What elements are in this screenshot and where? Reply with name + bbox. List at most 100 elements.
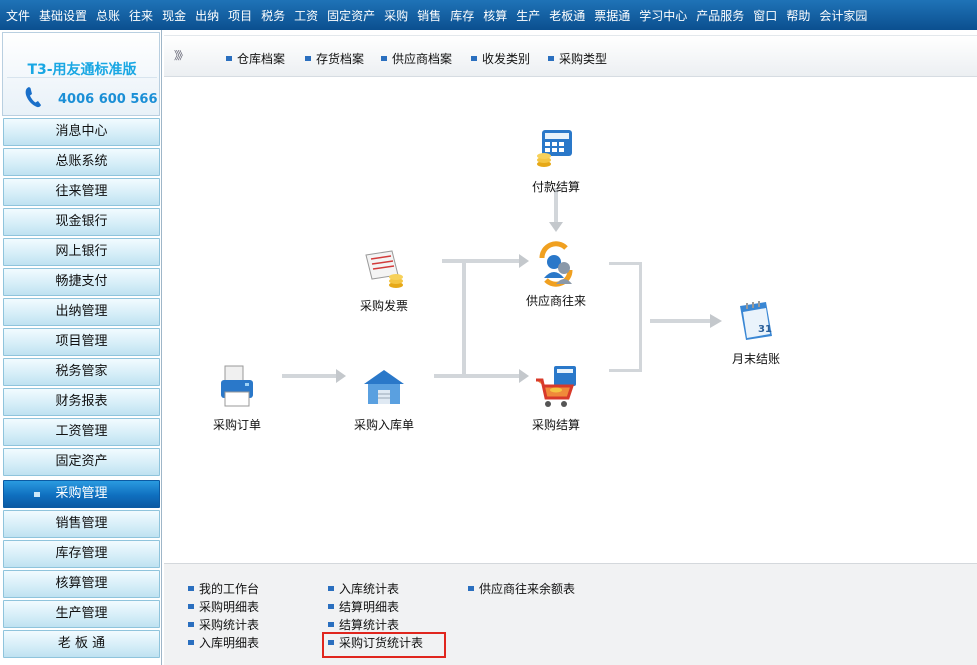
menu-project[interactable]: 项目 <box>228 8 253 23</box>
menu-accountant-home[interactable]: 会计家园 <box>819 8 868 23</box>
sidebar-item-tax[interactable]: 税务管家 <box>3 358 160 386</box>
sidebar-item-inventory[interactable]: 库存管理 <box>3 540 160 568</box>
menu-boss[interactable]: 老板通 <box>549 8 586 23</box>
brand-phone-number: 4006 600 566 <box>58 92 158 107</box>
link-supplier-balance[interactable]: 供应商往来余额表 <box>468 580 575 597</box>
bullet-icon <box>471 56 477 61</box>
link-stock-archive[interactable]: 存货档案 <box>305 50 364 67</box>
node-supplier-account[interactable]: 供应商往来 <box>511 238 601 309</box>
sidebar-item-accounts[interactable]: 往来管理 <box>3 178 160 206</box>
bullet-icon <box>188 604 194 609</box>
menu-sales[interactable]: 销售 <box>417 8 442 23</box>
node-label: 采购入库单 <box>353 418 414 432</box>
menu-cash[interactable]: 现金 <box>162 8 187 23</box>
node-payment-settlement[interactable]: 付款结算 <box>511 124 601 195</box>
menu-help[interactable]: 帮助 <box>786 8 811 23</box>
link-settlement-statistics[interactable]: 结算统计表 <box>328 616 399 633</box>
menu-product-service[interactable]: 产品服务 <box>696 8 745 23</box>
node-purchase-settlement[interactable]: 采购结算 <box>511 362 601 433</box>
sidebar-item-sales[interactable]: 销售管理 <box>3 510 160 538</box>
sidebar-item-fixed-assets[interactable]: 固定资产 <box>3 448 160 476</box>
menu-fixed-assets[interactable]: 固定资产 <box>327 8 376 23</box>
quick-link-toolbar: 》》 仓库档案 存货档案 供应商档案 收发类别 采购类型 <box>164 35 977 77</box>
sidebar-item-boss[interactable]: 老 板 通 <box>3 630 160 658</box>
arrow-head-icon <box>519 369 529 383</box>
menu-inventory[interactable]: 库存 <box>450 8 475 23</box>
printer-order-icon <box>221 365 253 407</box>
menu-accounts[interactable]: 往来 <box>129 8 154 23</box>
menu-payroll[interactable]: 工资 <box>294 8 319 23</box>
arrow-head-icon <box>549 222 563 232</box>
sidebar-item-quick-pay[interactable]: 畅捷支付 <box>3 268 160 296</box>
connector-vertical-left <box>462 259 466 378</box>
link-warehouse-archive[interactable]: 仓库档案 <box>226 50 285 67</box>
sidebar-item-message-center[interactable]: 消息中心 <box>3 118 160 146</box>
node-label: 供应商往来 <box>525 294 586 308</box>
menu-costing[interactable]: 核算 <box>483 8 508 23</box>
menu-tax[interactable]: 税务 <box>261 8 286 23</box>
connector-invoice-to-supplier <box>442 259 526 263</box>
purchase-flow-diagram: 付款结算 采购发票 供应商往来 31 月末结账 <box>164 78 977 563</box>
sidebar-item-general-ledger[interactable]: 总账系统 <box>3 148 160 176</box>
sidebar-item-costing[interactable]: 核算管理 <box>3 570 160 598</box>
menu-basic-settings[interactable]: 基础设置 <box>39 8 88 23</box>
menu-cashier[interactable]: 出纳 <box>195 8 220 23</box>
link-io-category[interactable]: 收发类别 <box>471 50 530 67</box>
node-purchase-order[interactable]: 采购订单 <box>192 362 282 433</box>
connector-vertical-right <box>639 262 642 372</box>
bullet-icon <box>381 56 387 61</box>
bullet-icon <box>188 640 194 645</box>
link-purchase-detail[interactable]: 采购明细表 <box>188 598 259 615</box>
bullet-icon <box>468 586 474 591</box>
menu-production[interactable]: 生产 <box>516 8 541 23</box>
invoice-coins-icon <box>365 250 403 288</box>
menu-general-ledger[interactable]: 总账 <box>96 8 121 23</box>
bullet-icon <box>328 622 334 627</box>
link-purchase-statistics[interactable]: 采购统计表 <box>188 616 259 633</box>
node-purchase-invoice[interactable]: 采购发票 <box>339 243 429 314</box>
menu-purchase[interactable]: 采购 <box>384 8 409 23</box>
collapse-chevron-icon[interactable]: 》》 <box>174 49 188 62</box>
sidebar-item-payroll[interactable]: 工资管理 <box>3 418 160 446</box>
sidebar-item-purchase[interactable]: 采购管理 <box>3 480 160 508</box>
bullet-icon <box>328 604 334 609</box>
sidebar-item-cash-bank[interactable]: 现金银行 <box>3 208 160 236</box>
arrow-head-icon <box>710 314 722 328</box>
bullet-icon <box>305 56 311 61</box>
menu-bar: 文件 基础设置 总账 往来 现金 出纳 项目 税务 工资 固定资产 采购 销售 … <box>0 0 977 30</box>
menu-bills[interactable]: 票据通 <box>594 8 631 23</box>
node-label: 付款结算 <box>531 180 580 194</box>
bullet-icon <box>328 586 334 591</box>
node-label: 采购发票 <box>359 299 408 313</box>
connector-supplier-right <box>609 262 641 265</box>
node-purchase-inbound[interactable]: 采购入库单 <box>339 362 429 433</box>
link-my-workbench[interactable]: 我的工作台 <box>188 580 259 597</box>
link-inbound-detail[interactable]: 入库明细表 <box>188 634 259 651</box>
link-settlement-detail[interactable]: 结算明细表 <box>328 598 399 615</box>
sidebar-item-production[interactable]: 生产管理 <box>3 600 160 628</box>
arrow-head-icon <box>519 254 529 268</box>
connector-order-to-inbound <box>282 374 337 378</box>
menu-file[interactable]: 文件 <box>6 8 31 23</box>
sidebar-item-online-bank[interactable]: 网上银行 <box>3 238 160 266</box>
connector-settle-right <box>609 369 641 372</box>
link-purchase-type[interactable]: 采购类型 <box>548 50 607 67</box>
link-inbound-statistics[interactable]: 入库统计表 <box>328 580 399 597</box>
active-indicator-icon <box>34 492 40 497</box>
brand-panel: T3-用友通标准版 4006 600 566 <box>2 32 160 116</box>
link-purchase-order-statistics[interactable]: 采购订货统计表 <box>328 634 423 651</box>
supplier-exchange-icon <box>539 241 573 287</box>
left-panel: T3-用友通标准版 4006 600 566 消息中心 总账系统 往来管理 现金… <box>0 30 162 665</box>
link-supplier-archive[interactable]: 供应商档案 <box>381 50 452 67</box>
calendar-icon: 31 <box>740 301 772 340</box>
sidebar-item-project[interactable]: 项目管理 <box>3 328 160 356</box>
node-label: 月末结账 <box>731 352 780 366</box>
node-month-end-closing[interactable]: 31 月末结账 <box>711 296 801 367</box>
menu-window[interactable]: 窗口 <box>753 8 778 23</box>
menu-learning-center[interactable]: 学习中心 <box>639 8 688 23</box>
connector-inbound-to-settle <box>434 374 526 378</box>
sidebar-item-label: 采购管理 <box>55 486 108 501</box>
sidebar-item-cashier[interactable]: 出纳管理 <box>3 298 160 326</box>
sidebar-item-financial-reports[interactable]: 财务报表 <box>3 388 160 416</box>
report-links-panel: 我的工作台 采购明细表 采购统计表 入库明细表 入库统计表 结算明细表 结算统计… <box>164 563 977 665</box>
